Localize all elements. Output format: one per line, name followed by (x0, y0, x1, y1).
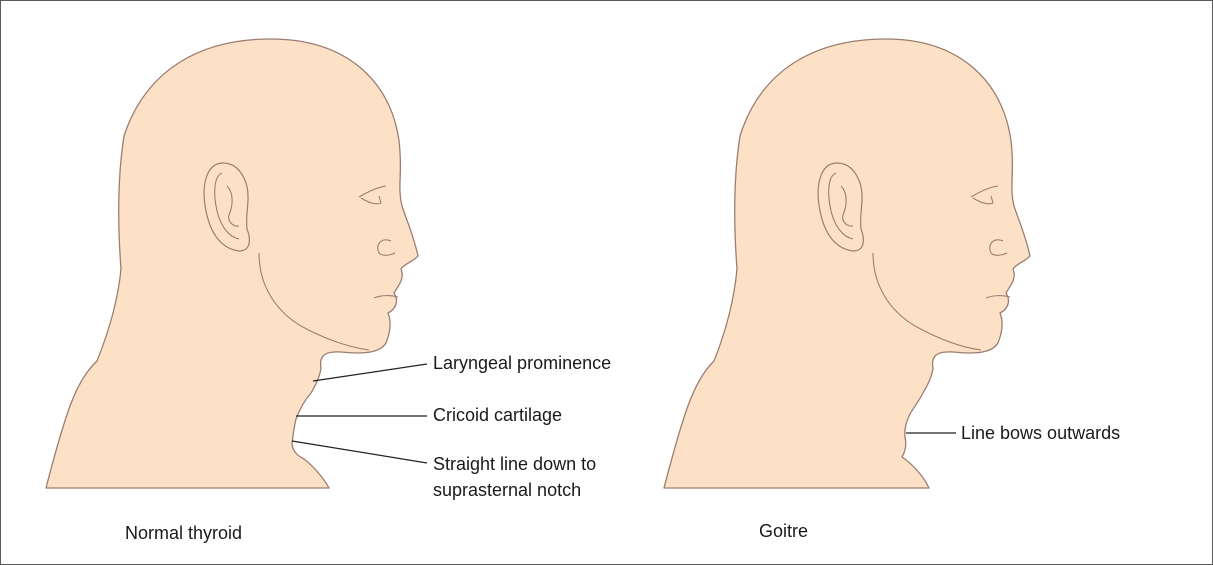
label-laryngeal-prominence: Laryngeal prominence (433, 353, 611, 373)
label-line-bows-outwards: Line bows outwards (961, 423, 1120, 443)
caption-goitre: Goitre (759, 521, 808, 541)
leader-straight (292, 441, 427, 463)
label-straight-line-2: suprasternal notch (433, 480, 581, 500)
head-profile-goitre (664, 39, 1030, 488)
caption-normal-thyroid: Normal thyroid (125, 523, 242, 543)
label-straight-line-1: Straight line down to (433, 454, 596, 474)
label-cricoid-cartilage: Cricoid cartilage (433, 405, 562, 425)
head-profile-normal (46, 39, 418, 488)
normal-thyroid-panel: Laryngeal prominence Cricoid cartilage S… (46, 39, 611, 543)
goitre-panel: Line bows outwards Goitre (664, 39, 1120, 541)
leader-laryngeal (313, 364, 427, 381)
